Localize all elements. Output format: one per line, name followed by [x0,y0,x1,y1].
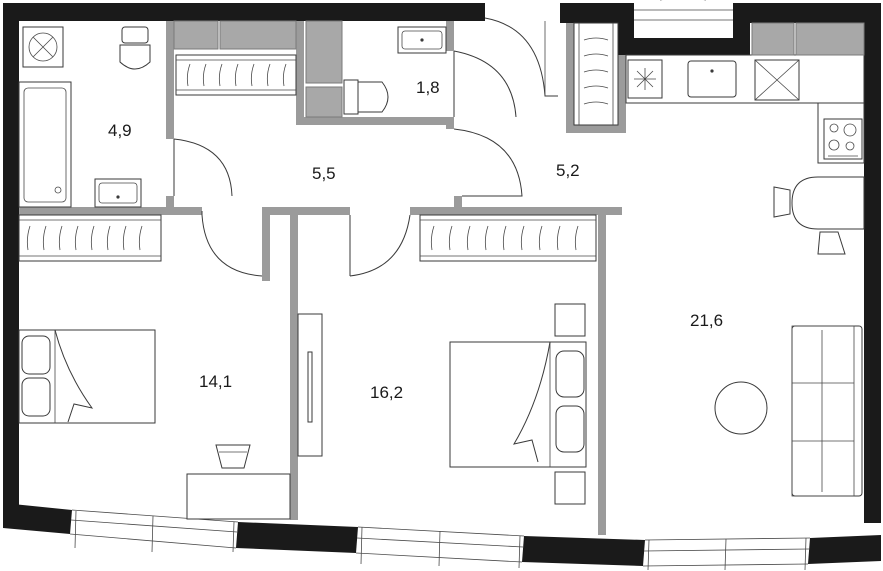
bedroom-left [18,214,291,520]
door-swing-icon [484,17,558,97]
ventilation-icon [22,26,64,68]
stove-icon [823,118,863,160]
bedroom-center [297,214,597,505]
room-area-corridor: 5,5 [312,164,336,183]
door-swing-icon [453,128,523,197]
interior-walls [19,21,626,535]
toilet-icon [119,26,151,70]
sink-icon [94,178,142,208]
sink-icon [397,26,447,54]
tv-stand [297,313,323,457]
chair-icon [773,186,791,218]
door-swing-icon [201,211,263,277]
wardrobe-icon [419,214,597,262]
door-swing-icon [349,214,411,277]
toilet-room [343,26,517,118]
window-icon [642,537,811,571]
door-swing-icon [173,138,233,197]
outer-walls [3,3,881,566]
room-area-hall: 5,2 [556,161,580,180]
sofa-icon [791,325,863,497]
chair-icon [215,444,251,469]
dishwasher-icon [627,59,663,99]
coffee-table-icon [714,381,768,435]
door-swing-icon [453,50,517,118]
room-area-toilet: 1,8 [416,78,440,97]
fridge-icon [754,59,800,101]
sink-icon [687,60,737,98]
window-icon [355,526,525,569]
double-bed-icon [18,329,156,424]
chair-icon [817,231,846,255]
nightstand-icon [554,471,586,505]
wardrobe-icon [18,214,162,262]
window-icon [634,0,733,21]
room-area-bedroom-center: 16,2 [370,383,403,402]
dining-table-icon [791,176,865,230]
kitchen-living [625,22,865,497]
room-area-kitchen-living: 21,6 [690,311,723,330]
nightstand-icon [554,303,586,337]
double-bed-icon [449,341,587,468]
wardrobe-icon [175,54,297,96]
windows [69,0,811,571]
cabinet-block [173,20,343,118]
room-area-bathroom: 4,9 [108,121,132,140]
bathtub-icon [18,81,72,208]
desk-icon [186,473,291,520]
toilet-icon [343,79,389,115]
room-area-bedroom-left: 14,1 [199,372,232,391]
bathroom [18,26,233,208]
wardrobe-icon [573,22,619,126]
window-icon [69,509,239,553]
